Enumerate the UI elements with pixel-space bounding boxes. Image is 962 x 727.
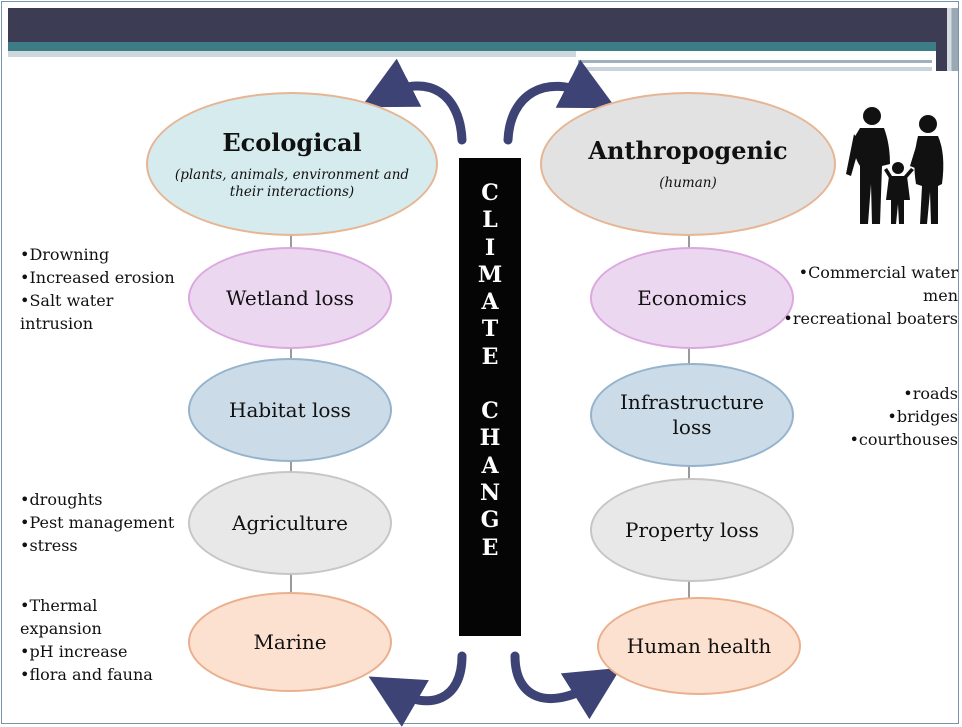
note-item: •Pest management [20,513,175,532]
header-band-light [8,51,576,57]
wetland-loss-label: Wetland loss [225,285,355,310]
note-item: expansion [20,619,102,638]
ecological-subtitle-line: their interactions) [229,183,355,200]
note-item: •stress [20,536,78,555]
anthropogenic-subtitle: (human) [659,175,717,191]
note-item: •Commercial water [798,263,958,282]
infrastructure-loss-line: Infrastructure [620,390,764,414]
letter: T [481,316,499,343]
letter: G [480,507,500,534]
ecological-subtitle: (plants, animals, environment and their … [175,167,409,201]
infrastructure-loss-node: Infrastructure loss [590,363,794,467]
wetland-notes: •Drowning •Increased erosion •Salt water… [20,243,175,335]
agriculture-node: Agriculture [188,471,392,575]
header-accent-line [578,67,932,71]
property-loss-node: Property loss [590,478,794,582]
ecological-title: Ecological [222,127,362,157]
climate-change-bar: C L I M A T E C H A N G E [459,158,521,636]
note-item: •roads [903,384,958,403]
infrastructure-loss-line: loss [672,415,712,439]
header-accent-line [578,60,932,63]
human-health-node: Human health [597,597,801,695]
economics-notes: •Commercial water men •recreational boat… [783,261,958,330]
header-band-teal [8,42,936,51]
marine-notes: •Thermal expansion •pH increase •flora a… [20,594,153,686]
letter: A [481,452,499,479]
economics-node: Economics [590,247,794,349]
letter: C [481,398,499,425]
habitat-loss-label: Habitat loss [229,397,351,422]
header-band-dark [8,8,936,42]
letter: C [481,180,499,206]
note-item: •bridges [887,407,958,426]
climate-change-text: C L I M A T E C H A N G E [459,180,521,562]
human-health-label: Human health [626,633,772,658]
note-item: •Thermal [20,596,98,615]
marine-node: Marine [188,592,392,692]
header-corner-decoration [936,8,958,71]
note-item: •droughts [20,490,103,509]
letter: A [481,289,499,316]
note-item: •pH increase [20,642,128,661]
ecological-subtitle-line: (plants, animals, environment and [174,166,410,183]
note-item: •courthouses [849,430,958,449]
note-item: intrusion [20,314,94,333]
note-item: •Increased erosion [20,268,175,287]
family-silhouette-icon [846,107,944,224]
letter: I [484,234,496,261]
agriculture-notes: •droughts •Pest management •stress [20,488,174,557]
marine-label: Marine [253,629,327,654]
note-item: •flora and fauna [20,665,153,684]
anthropogenic-ellipse: Anthropogenic (human) [540,92,836,236]
habitat-loss-node: Habitat loss [188,358,392,462]
economics-label: Economics [637,285,747,310]
infrastructure-loss-label: Infrastructure loss [620,390,764,440]
letter: M [477,261,503,288]
note-item: •Drowning [20,245,110,264]
infrastructure-notes: •roads •bridges •courthouses [849,382,958,451]
property-loss-label: Property loss [625,517,759,542]
letter: E [481,534,499,561]
wetland-loss-node: Wetland loss [188,247,392,349]
letter: H [479,425,501,452]
anthropogenic-title: Anthropogenic [588,136,788,165]
note-item: •Salt water [20,291,114,310]
note-item: •recreational boaters [783,309,958,328]
letter: N [479,479,501,506]
note-item: men [923,286,958,305]
letter: E [481,343,499,370]
letter: L [482,207,498,234]
ecological-ellipse: Ecological (plants, animals, environment… [146,92,438,236]
agriculture-label: Agriculture [232,510,348,535]
